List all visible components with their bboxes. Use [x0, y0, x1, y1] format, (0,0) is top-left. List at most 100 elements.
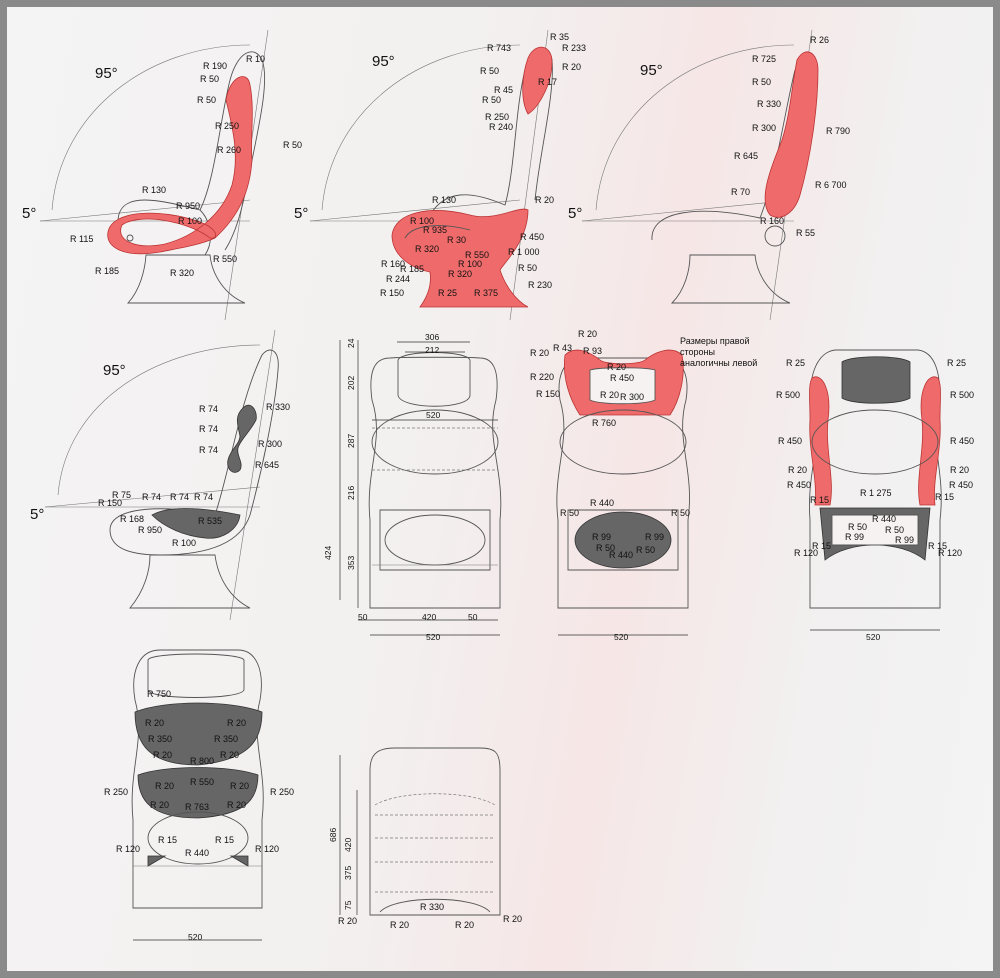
back-left-foot-grey — [147, 855, 167, 867]
front2-dim-label: R 50 — [671, 508, 690, 518]
view4-dim-label: R 645 — [255, 460, 279, 470]
view1-dim-label: R 50 — [197, 95, 216, 105]
back_view-dim-label: R 250 — [270, 787, 294, 797]
front2-dim-label: R 43 — [553, 343, 572, 353]
front3-dim-label: R 15 — [928, 541, 947, 551]
view2-dim-label: R 450 — [520, 232, 544, 242]
view4-dim-label: R 535 — [198, 516, 222, 526]
front2-dim-label: R 50 — [636, 545, 655, 555]
view3-dim-label: R 160 — [760, 216, 784, 226]
view3-dim-label: R 300 — [752, 123, 776, 133]
back-overall-width: 520 — [188, 932, 202, 942]
front2-dim-label: R 99 — [592, 532, 611, 542]
view4-dim-label: R 74 — [199, 404, 218, 414]
view1-dim-label: R 250 — [215, 121, 239, 131]
front2-dim-label: R 150 — [536, 389, 560, 399]
view1-dim-label: R 190 — [203, 61, 227, 71]
front3-dim-label: R 50 — [885, 525, 904, 535]
view2-dim-label: R 160 — [381, 259, 405, 269]
side-2-head-red — [522, 46, 553, 115]
back_view-dim-label: R 20 — [145, 718, 164, 728]
view4-dim-label: R 300 — [258, 439, 282, 449]
seat-angle-label: 5° — [294, 205, 308, 222]
view4-dim-label: R 74 — [199, 445, 218, 455]
view2-dim-label: R 50 — [482, 95, 501, 105]
front2-dim-label: R 93 — [583, 346, 602, 356]
view2-dim-label: R 130 — [432, 195, 456, 205]
front1-top-width: 306 — [425, 332, 439, 342]
back-lower-band — [137, 767, 259, 819]
front-view-3 — [808, 349, 942, 609]
view2-dim-label: R 100 — [410, 216, 434, 226]
front3-dim-label: R 15 — [810, 495, 829, 505]
view2-dim-label: R 25 — [438, 288, 457, 298]
back_view-dim-label: R 120 — [116, 844, 140, 854]
back_view-dim-label: R 20 — [227, 800, 246, 810]
front1-headrest-width: 212 — [425, 345, 439, 355]
view2-dim-label: R 320 — [448, 269, 472, 279]
view2-dim-label: R 30 — [447, 235, 466, 245]
view2-dim-label: R 743 — [487, 43, 511, 53]
view2-dim-label: R 250 — [485, 112, 509, 122]
front2-dim-label: R 20 — [530, 348, 549, 358]
seat_view-dim-label: R 330 — [420, 902, 444, 912]
side-3-back-red — [764, 51, 819, 218]
front3-dim-label: R 25 — [947, 358, 966, 368]
back_view-dim-label: R 20 — [230, 781, 249, 791]
front2-dim-label: R 760 — [592, 418, 616, 428]
view4-dim-label: R 330 — [266, 402, 290, 412]
view3-dim-label: R 330 — [757, 99, 781, 109]
back-upper-band — [134, 702, 263, 766]
view1-dim-label: R 10 — [246, 54, 265, 64]
view4-dim-label: R 150 — [98, 498, 122, 508]
view1-dim-label: R 100 — [178, 216, 202, 226]
back_view-dim-label: R 350 — [148, 734, 172, 744]
seat-angle-label: 5° — [568, 205, 582, 222]
view4-dim-label: R 74 — [199, 424, 218, 434]
seat-height-dim: 420 — [343, 838, 353, 852]
side-view-3 — [581, 29, 819, 321]
view1-dim-label: R 550 — [213, 254, 237, 264]
front3-dim-label: R 25 — [786, 358, 805, 368]
front3-dim-label: R 500 — [950, 390, 974, 400]
back_view-dim-label: R 15 — [158, 835, 177, 845]
side-1-back-red — [107, 76, 253, 255]
back_view-dim-label: R 20 — [150, 800, 169, 810]
back_view-dim-label: R 15 — [215, 835, 234, 845]
front2-dim-label: R 20 — [600, 390, 619, 400]
back_view-dim-label: R 750 — [147, 689, 171, 699]
front3-dim-label: R 15 — [935, 492, 954, 502]
front-view-2 — [556, 349, 690, 609]
view1-dim-label: R 320 — [170, 268, 194, 278]
back_view-dim-label: R 763 — [185, 802, 209, 812]
dimension-lines — [133, 340, 940, 941]
back_view-dim-label: R 20 — [227, 718, 246, 728]
view3-dim-label: R 26 — [810, 35, 829, 45]
front1-height-dim: 24 — [346, 338, 356, 348]
front-3-headrest-grey — [841, 356, 911, 404]
back-view — [131, 649, 264, 909]
view2-dim-label: R 244 — [386, 274, 410, 284]
back_view-dim-label: R 20 — [153, 750, 172, 760]
front3-overall-width: 520 — [866, 632, 880, 642]
side-2-seat-red — [391, 208, 529, 308]
seat-height-dim: 686 — [328, 828, 338, 842]
front-2-seat-grey — [574, 511, 672, 569]
view3-dim-label: R 790 — [826, 126, 850, 136]
seat_view-dim-label: R 20 — [455, 920, 474, 930]
view2-dim-label: R 150 — [380, 288, 404, 298]
back-angle-label: 95° — [372, 53, 395, 70]
front1-height-dim: 424 — [323, 546, 333, 560]
view1-dim-label: R 260 — [217, 145, 241, 155]
view2-dim-label: R 240 — [489, 122, 513, 132]
seat_view-dim-label: R 20 — [338, 916, 357, 926]
seat-angle-label: 5° — [30, 506, 44, 523]
view2-dim-label: R 35 — [550, 32, 569, 42]
side-4-back-cushions — [227, 404, 257, 473]
view3-dim-label: R 6 700 — [815, 180, 847, 190]
seat_view-dim-label: R 20 — [503, 914, 522, 924]
front3-dim-label: R 99 — [895, 535, 914, 545]
front2-dim-label: R 20 — [607, 362, 626, 372]
view2-dim-label: R 550 — [465, 250, 489, 260]
